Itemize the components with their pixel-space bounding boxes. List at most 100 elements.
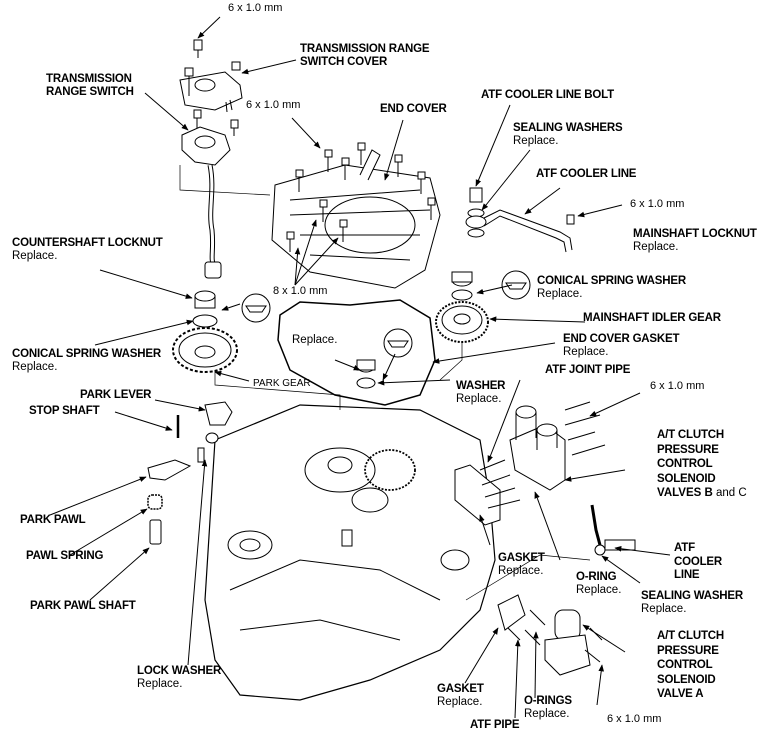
label-text: 6 x 1.0 mm	[650, 380, 705, 392]
label-text: MAINSHAFT LOCKNUT	[633, 228, 757, 240]
label-text: END COVER GASKET	[563, 333, 680, 345]
pawl-spring-label: PAWL SPRING	[26, 550, 103, 563]
label-text: 6 x 1.0 mm	[607, 713, 662, 725]
label-text: PRESSURE	[657, 644, 719, 657]
label-text: 6 x 1.0 mm	[246, 99, 301, 111]
label-text: O-RINGS	[524, 695, 572, 707]
end-cover-part	[271, 149, 441, 289]
label-text: ATF	[674, 542, 695, 554]
note-text: Replace.	[437, 696, 483, 708]
atf-cooler-line-right-part	[590, 504, 636, 556]
extension-lines	[179, 165, 591, 601]
atf-cooler-line-right-label: ATF COOLER LINE	[674, 542, 722, 583]
park-pawl-label: PARK PAWL	[20, 514, 86, 527]
label-text: COOLER	[674, 555, 722, 568]
atf-joint-pipe-label: ATF JOINT PIPE	[545, 364, 630, 377]
solenoid-bc-part	[454, 401, 606, 526]
conical-washer-detail-icon	[501, 270, 531, 300]
park-pawl-shaft-label: PARK PAWL SHAFT	[30, 600, 136, 613]
label-text: 8 x 1.0 mm	[273, 285, 328, 297]
label-text: GASKET	[437, 683, 484, 695]
note-text: Replace.	[292, 334, 338, 346]
label-text: ATF JOINT PIPE	[545, 364, 631, 376]
label-text: PAWL SPRING	[26, 550, 104, 562]
countershaft-locknut-part	[192, 290, 218, 328]
label-text: TRANSMISSION	[46, 73, 132, 85]
note-text: Replace.	[633, 241, 679, 253]
gasket-bottom-part	[497, 594, 526, 631]
label-text: MAINSHAFT IDLER GEAR	[583, 312, 721, 324]
conical-washer-profile	[505, 282, 527, 290]
note-text: Replace.	[12, 361, 58, 373]
label-text: ATF PIPE	[470, 719, 520, 731]
conical-washer-detail-icon	[241, 293, 271, 323]
bolt-icon	[230, 119, 239, 136]
note-text: Replace.	[576, 584, 622, 596]
label-text: STOP SHAFT	[29, 405, 100, 417]
park-lever-part	[197, 401, 233, 463]
note-text: Replace.	[641, 603, 687, 615]
note-text: Replace.	[456, 393, 502, 405]
gasket-label: GASKET Replace.	[498, 552, 545, 578]
mainshaft-locknut-label: MAINSHAFT LOCKNUT Replace.	[633, 228, 757, 254]
note-text: Replace.	[498, 565, 544, 577]
solenoid-bc-label: A/T CLUTCH PRESSURE CONTROL SOLENOID VAL…	[657, 428, 747, 501]
pawl-spring-part	[147, 494, 163, 510]
end-cover-label: END COVER	[380, 103, 447, 116]
mainshaft-idler-gear-part	[435, 301, 489, 343]
stop-shaft-label: STOP SHAFT	[29, 405, 100, 418]
bolt-size-label: 6 x 1.0 mm	[607, 713, 661, 726]
label-text: LINE	[674, 569, 700, 581]
label-text: 6 x 1.0 mm	[630, 198, 685, 210]
note-text: Replace.	[524, 708, 570, 720]
label-text: A/T CLUTCH	[657, 630, 724, 642]
label-text: TRANSMISSION RANGE	[300, 43, 430, 55]
label-text: VALVE A	[657, 688, 704, 700]
conical-spring-washer-label: CONICAL SPRING WASHER Replace.	[12, 348, 161, 374]
o-rings-label: O-RINGS Replace.	[524, 695, 572, 721]
note-text: Replace.	[563, 346, 609, 358]
label-text: O-RING	[576, 571, 617, 583]
label-text: GASKET	[498, 552, 545, 564]
conical-spring-washer-label: CONICAL SPRING WASHER Replace.	[537, 275, 686, 301]
label-text: WASHER	[456, 380, 506, 392]
bolt-icon	[193, 109, 202, 128]
sealing-washer-label: SEALING WASHER Replace.	[641, 590, 743, 616]
bolt-icon	[184, 67, 194, 96]
label-text: END COVER	[380, 103, 447, 115]
washer-part	[356, 359, 376, 389]
bolt-size-label: 8 x 1.0 mm	[273, 285, 327, 298]
sealing-washers-label: SEALING WASHERS Replace.	[513, 122, 623, 148]
mainshaft-locknut-part	[451, 271, 473, 301]
bolt-size-label: 6 x 1.0 mm	[650, 380, 704, 393]
o-ring-label: O-RING Replace.	[576, 571, 621, 597]
label-text: A/T CLUTCH	[657, 429, 724, 441]
label-text: and C	[712, 487, 747, 499]
bolt-size-label: 6 x 1.0 mm	[246, 99, 300, 112]
bolt-size-label: 6 x 1.0 mm	[630, 198, 684, 211]
range-switch-cover-label: TRANSMISSION RANGE SWITCH COVER	[300, 43, 429, 69]
label-text: PRESSURE	[657, 443, 719, 456]
solenoid-a-label: A/T CLUTCH PRESSURE CONTROL SOLENOID VAL…	[657, 629, 724, 702]
park-pawl-shaft-part	[149, 519, 162, 545]
note-text: Replace.	[12, 250, 58, 262]
mainshaft-idler-gear-label: MAINSHAFT IDLER GEAR	[583, 312, 721, 325]
label-text: RANGE SWITCH	[46, 86, 134, 98]
label-text: PARK GEAR	[253, 378, 311, 389]
label-text: PARK PAWL	[20, 514, 86, 526]
note-text: Replace.	[537, 288, 583, 300]
label-text: VALVES B	[657, 487, 713, 499]
label-text: CONICAL SPRING WASHER	[12, 348, 161, 360]
end-cover-gasket-label: END COVER GASKET Replace.	[563, 333, 679, 359]
label-text: SEALING WASHER	[641, 590, 743, 602]
note-text: Replace.	[137, 678, 183, 690]
label-text: SWITCH COVER	[300, 56, 388, 68]
label-text: SOLENOID	[657, 673, 716, 686]
lock-washer-label: LOCK WASHER Replace.	[137, 665, 221, 691]
range-switch-cover-part	[179, 71, 243, 113]
gasket-replace-note: Replace.	[292, 334, 337, 347]
end-cover-gasket-part	[277, 299, 436, 406]
bolt-icon	[231, 61, 241, 71]
